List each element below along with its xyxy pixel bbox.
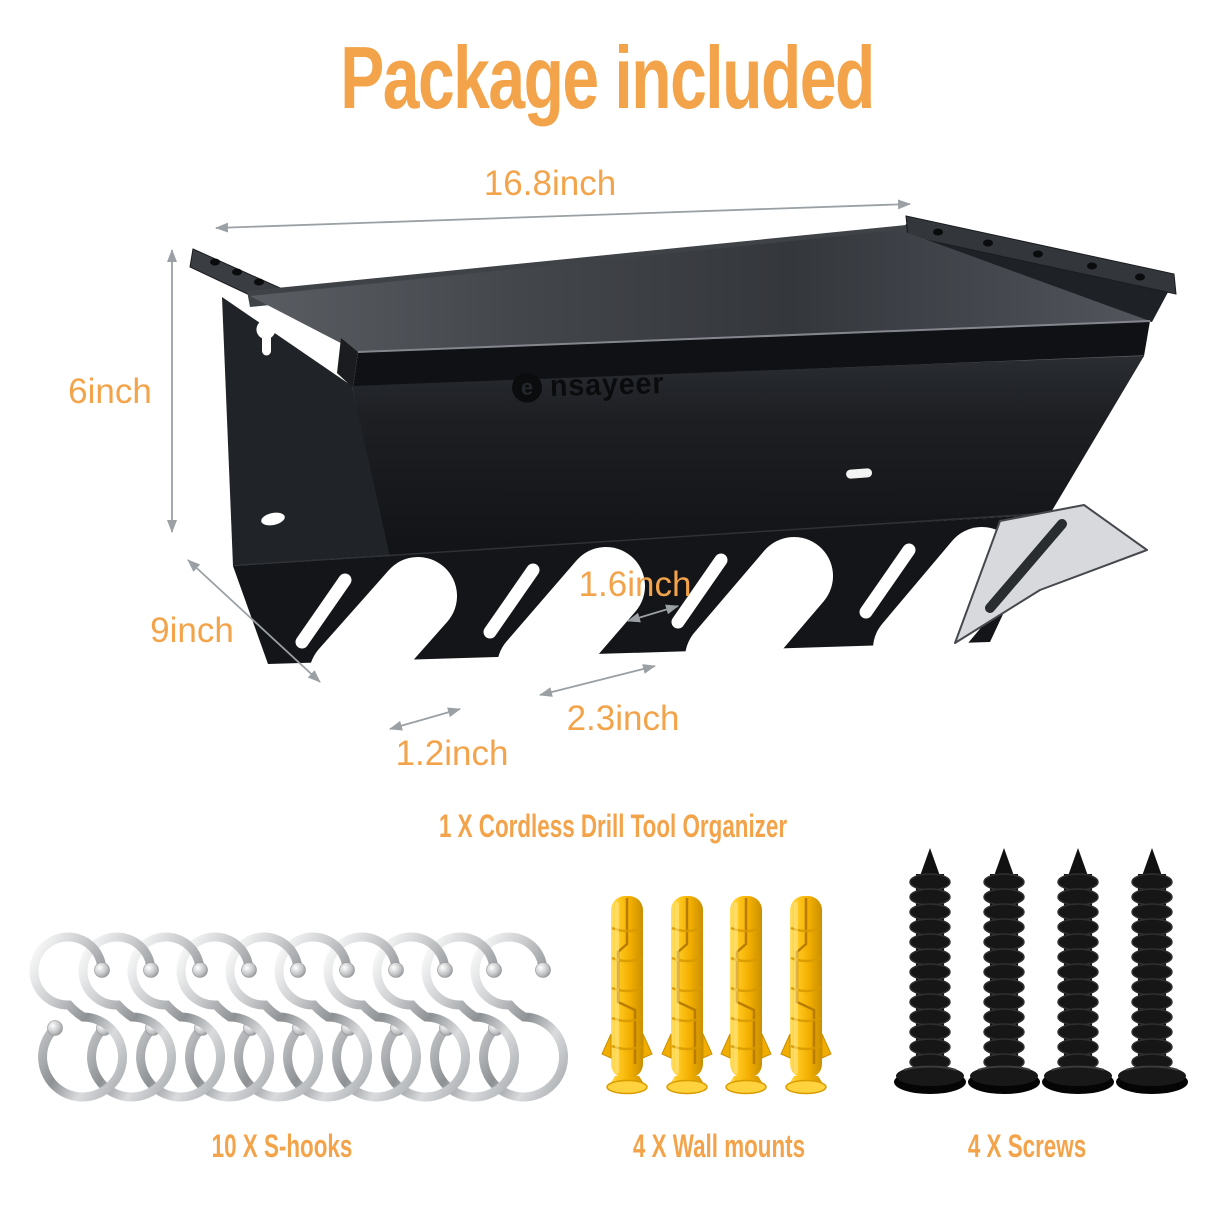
dimension-depth-arrow [187,559,321,683]
dimension-slot-spacing-label: 2.3inch [566,699,680,738]
dimension-slot-gap-label: 1.6inch [578,565,692,604]
organizer-item-label: 1 X Cordless Drill Tool Organizer [438,808,788,844]
dimension-height-label: 6inch [68,372,152,411]
dimension-slot-spacing-arrow [539,664,656,697]
s-hooks-illustration [34,937,564,1097]
page-title: Package included [340,28,875,127]
organizer-illustration [189,215,1177,714]
brand-logo: e nsayeer [511,367,668,404]
dimension-depth-label: 9inch [150,611,234,650]
ensayeer-circle-e-icon: e [511,372,543,404]
screws-item-label: 4 X Screws [967,1128,1087,1164]
dimension-width-arrow [215,199,911,233]
dimension-tab-width-label: 1.2inch [395,734,509,773]
screws-illustration [893,847,1189,1095]
brand-logo-text: nsayeer [549,367,665,404]
dimension-width-label: 16.8inch [483,164,617,203]
wall-mounts-item-label: 4 X Wall mounts [632,1128,806,1164]
dimension-slot-gap-arrow [627,604,679,623]
dimension-tab-width-arrow [389,707,461,731]
s-hooks-item-label: 10 X S-hooks [211,1128,353,1164]
wall-mounts-illustration [600,894,833,1096]
